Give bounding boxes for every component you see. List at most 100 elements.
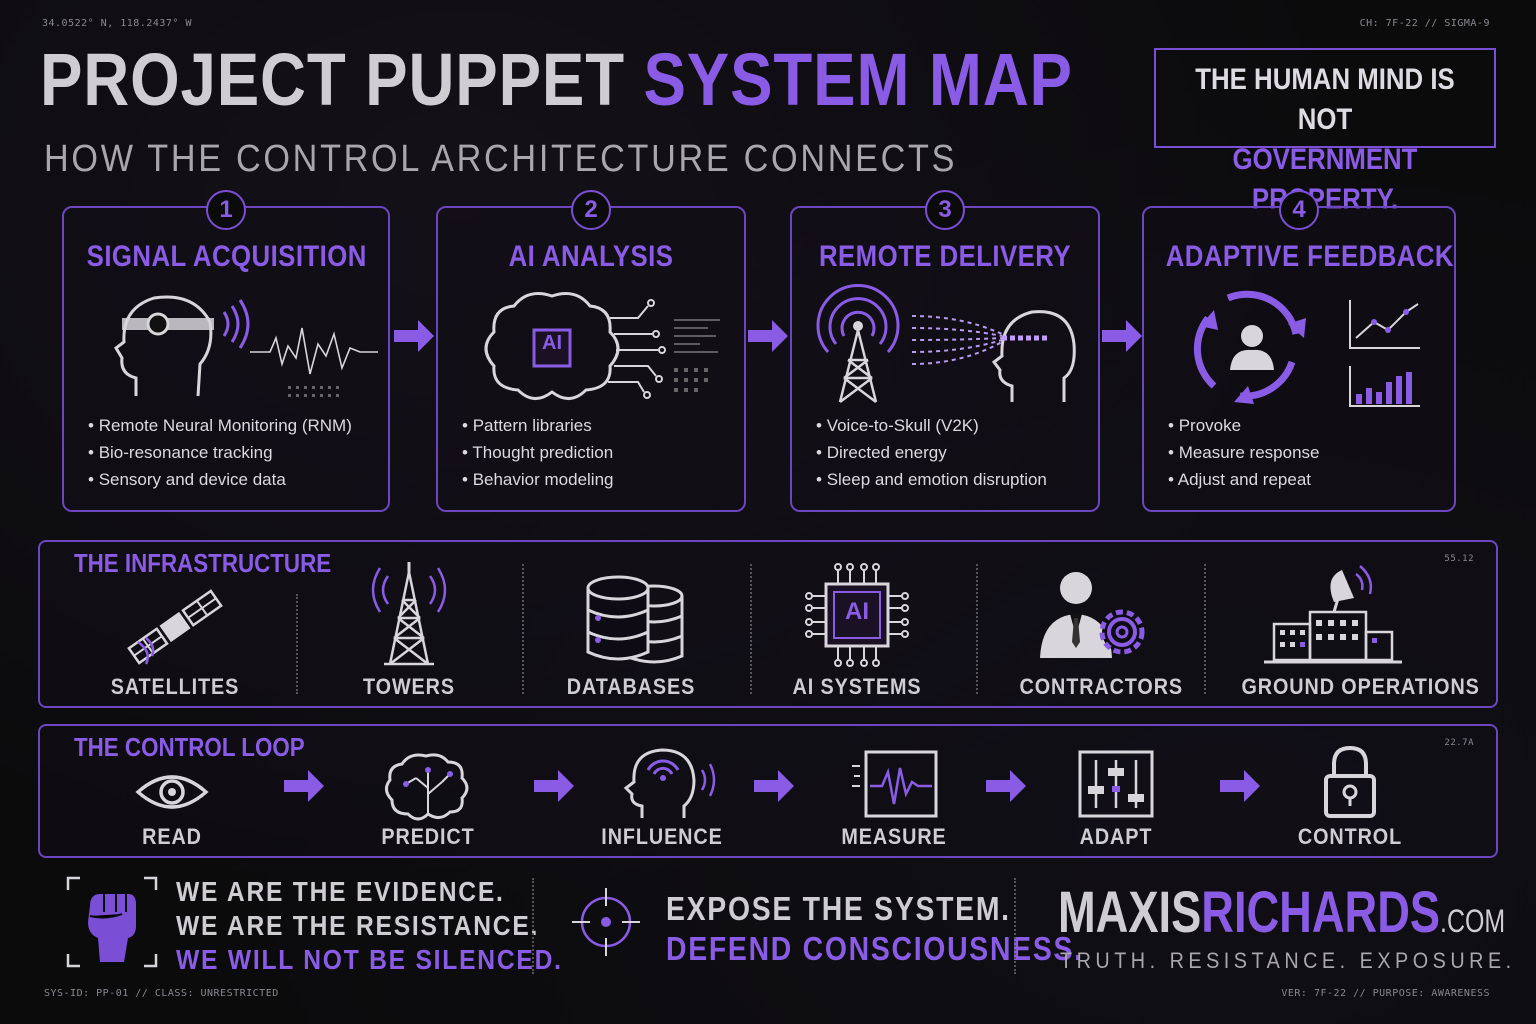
arrow-right-icon	[754, 770, 794, 802]
step-title: AI ANALYSIS	[508, 240, 674, 273]
arrow-right-icon	[748, 320, 788, 352]
brand-tagline: TRUTH. RESISTANCE. EXPOSURE.	[1060, 948, 1516, 973]
infra-item-towers: TOWERS	[334, 556, 484, 702]
head-signal-icon	[623, 748, 716, 818]
control-loop-section: THE CONTROL LOOP 22.7A READ PREDICT INFL…	[38, 724, 1498, 858]
infra-label: AI SYSTEMS	[792, 674, 922, 699]
loop-label: READ	[142, 824, 202, 849]
loop-item-measure: MEASURE	[824, 746, 964, 856]
step-bullet-list: Remote Neural Monitoring (RNM) Bio-reson…	[88, 412, 352, 493]
arrow-right-icon	[534, 770, 574, 802]
step-bullet-list: Provoke Measure response Adjust and repe…	[1168, 412, 1320, 493]
feedback-cycle-icon	[1193, 290, 1420, 407]
infra-item-ground-operations: GROUND OPERATIONS	[1232, 564, 1480, 702]
arrow-right-icon	[394, 320, 434, 352]
step-title: REMOTE DELIVERY	[818, 240, 1072, 273]
divider	[522, 564, 524, 694]
step-panel-ai-analysis: 2 AI ANALYSIS AI Pattern libraries Thoug…	[436, 190, 746, 512]
infra-item-ai-systems: AI AI SYSTEMS	[782, 558, 932, 702]
infra-item-satellites: SATELLITES	[100, 582, 250, 702]
tower-transmit-icon	[816, 284, 1076, 403]
sliders-icon	[1078, 750, 1154, 818]
satellite-icon	[127, 589, 223, 665]
divider	[976, 564, 978, 694]
list-item: Bio-resonance tracking	[88, 439, 352, 466]
brand-tld: .COM	[1440, 903, 1506, 939]
channel-label: CH: 7F-22 // SIGMA-9	[1359, 18, 1490, 29]
step-number: 2	[571, 190, 611, 230]
infra-item-databases: DATABASES	[556, 572, 706, 702]
infra-label: GROUND OPERATIONS	[1241, 674, 1480, 699]
page-subtitle: HOW THE CONTROL ARCHITECTURE CONNECTS	[44, 138, 958, 180]
list-item: Directed energy	[816, 439, 1047, 466]
loop-label: CONTROL	[1297, 824, 1403, 849]
divider	[750, 564, 752, 694]
list-item: Remote Neural Monitoring (RNM)	[88, 412, 352, 439]
brand-logo[interactable]: MAXISRICHARDS.COM	[1058, 880, 1505, 954]
arrow-right-icon	[1102, 320, 1142, 352]
ai-chip-label: AI	[845, 598, 869, 625]
list-item: Behavior modeling	[462, 466, 614, 493]
database-icon	[586, 575, 684, 664]
brand-name-purple: RICHARDS	[1201, 880, 1441, 945]
ai-chip-label: AI	[542, 332, 562, 354]
step-title: SIGNAL ACQUISITION	[86, 240, 367, 273]
lock-icon	[1324, 745, 1376, 818]
loop-item-read: READ	[102, 766, 242, 856]
arrow-right-icon	[1220, 770, 1260, 802]
motto-line-1: THE HUMAN MIND IS NOT	[1195, 63, 1455, 136]
waveform-monitor-icon	[852, 750, 938, 818]
footer-line-2: WE ARE THE RESISTANCE.	[176, 910, 540, 941]
infra-label: TOWERS	[363, 674, 455, 699]
ground-ops-icon	[1264, 565, 1402, 664]
loop-label: MEASURE	[841, 824, 947, 849]
arrow-right-icon	[986, 770, 1026, 802]
section-title: THE CONTROL LOOP	[74, 732, 305, 762]
step-number: 4	[1279, 190, 1319, 230]
coordinates-label: 34.0522° N, 118.2437° W	[42, 18, 192, 29]
brand-name-white: MAXIS	[1058, 880, 1202, 945]
loop-label: ADAPT	[1079, 824, 1153, 849]
expose-line-2: DEFEND CONSCIOUSNESS.	[666, 930, 1084, 967]
infra-label: CONTRACTORS	[1019, 674, 1184, 699]
tower-icon	[371, 562, 447, 666]
step-panel-remote-delivery: 3 REMOTE DELIVERY Voice-to-Skull (V2K) D…	[790, 190, 1100, 512]
infra-label: DATABASES	[566, 674, 696, 699]
motto-box: THE HUMAN MIND IS NOT GOVERNMENT PROPERT…	[1154, 48, 1496, 216]
footer-line-3: WE WILL NOT BE SILENCED.	[176, 944, 563, 975]
list-item: Sleep and emotion disruption	[816, 466, 1047, 493]
eye-icon	[135, 775, 209, 809]
divider	[296, 594, 298, 694]
title-white: PROJECT PUPPET	[40, 38, 625, 121]
divider	[1204, 564, 1206, 694]
page-title: PROJECT PUPPET SYSTEM MAP	[40, 40, 1073, 120]
step-bullet-list: Voice-to-Skull (V2K) Directed energy Sle…	[816, 412, 1047, 493]
ai-brain-icon	[484, 292, 720, 400]
loop-label: INFLUENCE	[601, 824, 723, 849]
ai-chip-icon	[805, 563, 909, 667]
list-item: Provoke	[1168, 412, 1320, 439]
section-title: THE INFRASTRUCTURE	[74, 548, 332, 578]
list-item: Measure response	[1168, 439, 1320, 466]
divider	[1014, 878, 1016, 974]
head-signal-icon	[114, 295, 378, 397]
raised-fist-icon	[66, 876, 158, 968]
step-panel-signal-acquisition: 1 SIGNAL ACQUISITION Remote Neural Monit…	[62, 190, 390, 512]
section-tag: 55.12	[1444, 554, 1474, 564]
footer-line-1: WE ARE THE EVIDENCE.	[176, 876, 505, 907]
infrastructure-section: THE INFRASTRUCTURE 55.12 SATELLITES	[38, 540, 1498, 708]
title-purple: SYSTEM MAP	[643, 38, 1073, 121]
step-number: 3	[925, 190, 965, 230]
divider	[532, 878, 534, 974]
loop-label: PREDICT	[381, 824, 475, 849]
list-item: Thought prediction	[462, 439, 614, 466]
expose-line-1: EXPOSE THE SYSTEM.	[666, 890, 1011, 927]
contractor-icon	[1040, 572, 1145, 658]
infra-label: SATELLITES	[110, 674, 240, 699]
list-item: Pattern libraries	[462, 412, 614, 439]
list-item: Adjust and repeat	[1168, 466, 1320, 493]
step-bullet-list: Pattern libraries Thought prediction Beh…	[462, 412, 614, 493]
arrow-right-icon	[284, 770, 324, 802]
loop-item-predict: PREDICT	[358, 748, 498, 856]
loop-item-adapt: ADAPT	[1046, 746, 1186, 856]
